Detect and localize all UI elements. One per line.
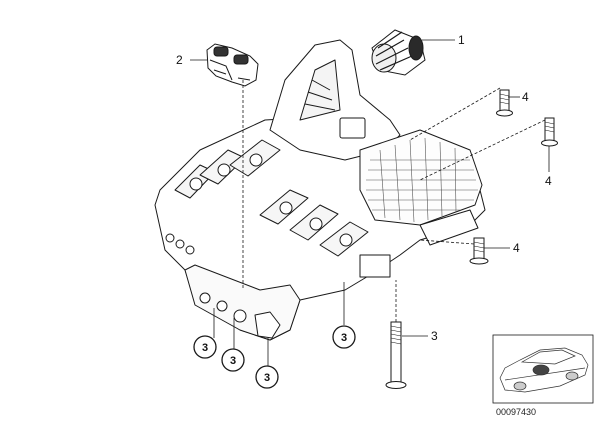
bolt-4c-icon [469, 237, 489, 265]
circled-callout-3-c: 3 [255, 365, 279, 389]
seal-block-icon [206, 43, 259, 87]
vehicle-thumbnail: 00097430 [492, 334, 594, 417]
callout-4-right: 4 [545, 174, 552, 188]
car-icon [499, 347, 589, 393]
leader-lines [190, 39, 550, 368]
bolt-4a-icon [496, 89, 513, 117]
callout-3-long-bolt: 3 [431, 329, 438, 343]
long-bolt-icon [385, 321, 407, 389]
circled-callout-3-c-label: 3 [264, 372, 270, 384]
circled-callout-3-mid: 3 [332, 325, 356, 349]
valve-body-assembly [154, 39, 486, 341]
callout-4-top: 4 [522, 90, 529, 104]
callout-2: 2 [176, 53, 183, 67]
connector-sleeve-icon [371, 29, 426, 76]
diagram-id-caption: 00097430 [496, 407, 536, 417]
callout-4-bottom: 4 [513, 241, 520, 255]
callout-1: 1 [458, 33, 465, 47]
circled-callout-3-a-label: 3 [202, 342, 208, 354]
bolt-4b-icon [541, 117, 558, 147]
circled-callout-3-mid-label: 3 [341, 332, 347, 344]
circled-callout-3-b: 3 [221, 348, 245, 372]
circled-callout-3-b-label: 3 [230, 355, 236, 367]
circled-callout-3-a: 3 [193, 335, 217, 359]
